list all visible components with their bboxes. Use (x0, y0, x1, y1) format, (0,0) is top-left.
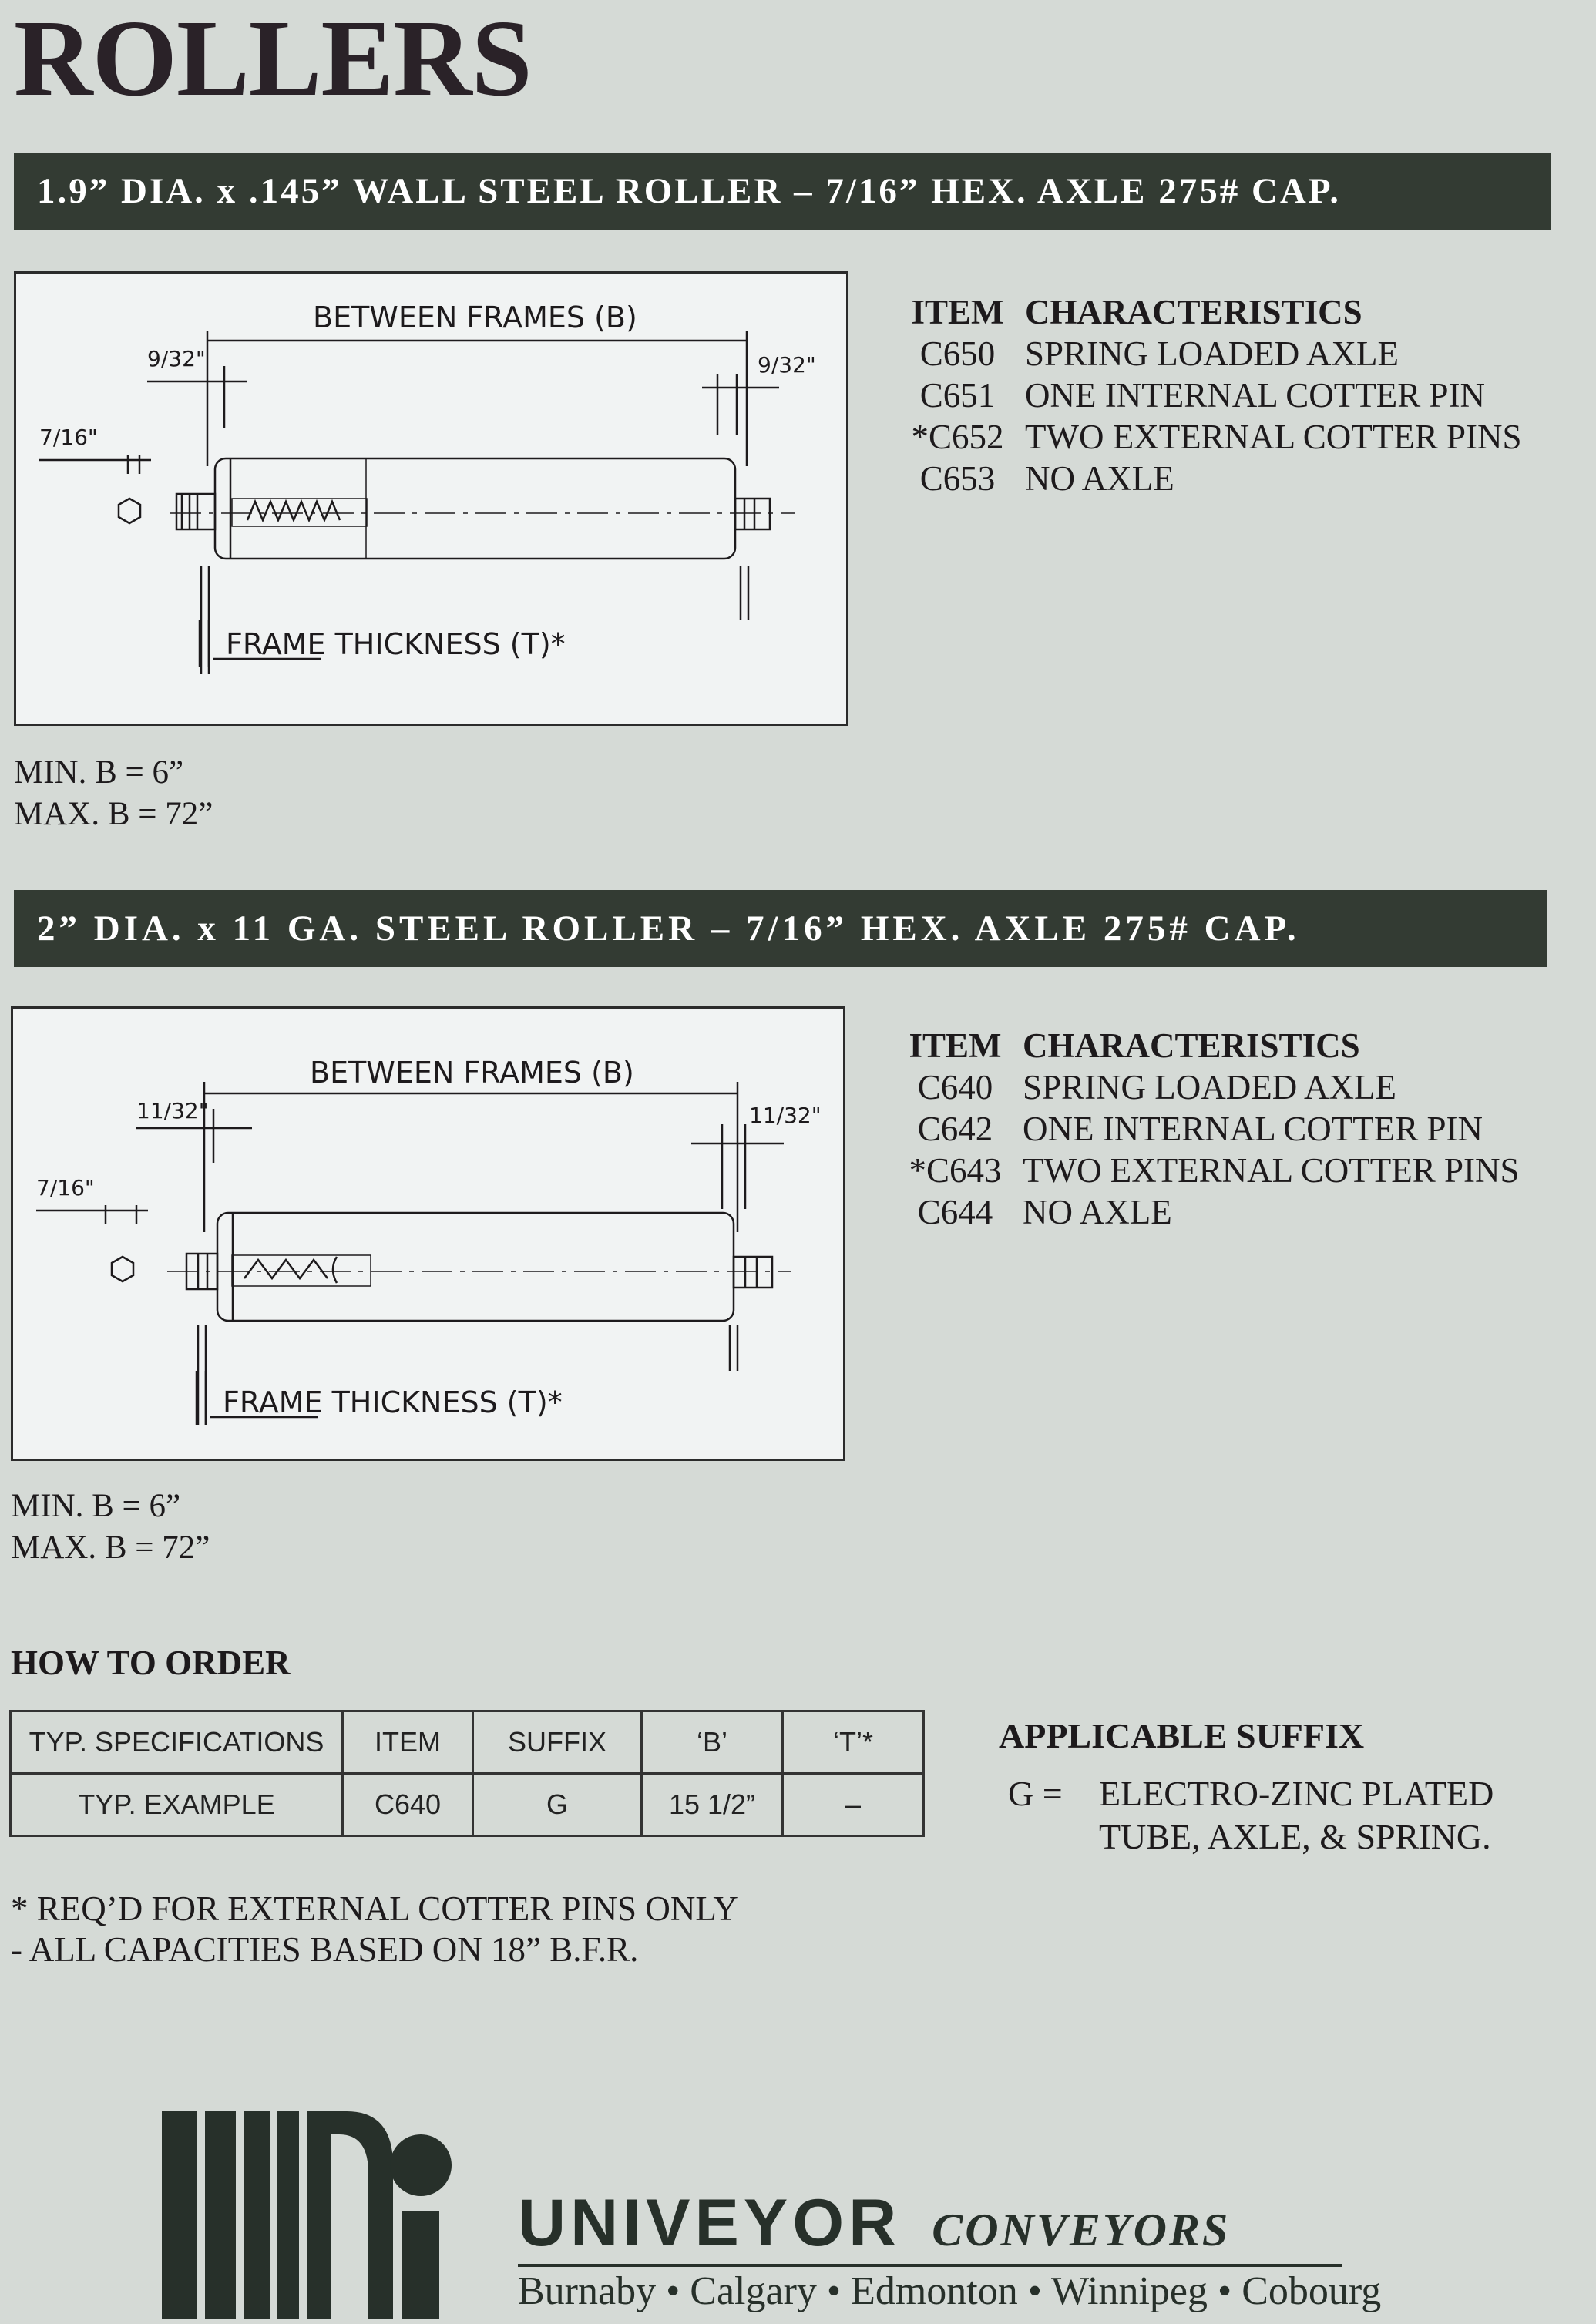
section1-limits: MIN. B = 6” MAX. B = 72” (14, 752, 213, 835)
applicable-suffix-heading: APPLICABLE SUFFIX (999, 1716, 1365, 1755)
how-to-order-heading: HOW TO ORDER (11, 1644, 291, 1682)
table-row: TYP. SPECIFICATIONS ITEM SUFFIX ‘B’ ‘T’* (9, 1710, 925, 1775)
between-frames-label: BETWEEN FRAMES (B) (313, 301, 637, 334)
list-item: C651 ONE INTERNAL COTTER PIN (890, 374, 1522, 416)
list-item: C644 NO AXLE (888, 1191, 1520, 1233)
section2-heading-band: 2” DIA. x 11 GA. STEEL ROLLER – 7/16” HE… (14, 890, 1547, 967)
list-item: C642 ONE INTERNAL COTTER PIN (888, 1108, 1520, 1150)
item-code: C644 (917, 1193, 993, 1231)
item-header: ITEM (909, 1026, 1002, 1065)
item-desc: ONE INTERNAL COTTER PIN (1023, 1110, 1483, 1148)
table-cell: – (781, 1772, 925, 1837)
min-b-label: MIN. B = 6” (11, 1488, 181, 1524)
item-code: C650 (919, 334, 996, 373)
footnote: - ALL CAPACITIES BASED ON 18” B.F.R. (11, 1930, 639, 1969)
suffix-desc-line1: ELECTRO-ZINC PLATED (1099, 1774, 1494, 1813)
item-desc: NO AXLE (1025, 459, 1174, 498)
section1-heading: 1.9” DIA. x .145” WALL STEEL ROLLER – 7/… (37, 171, 1342, 211)
item-code: C651 (919, 376, 996, 415)
list-item: C653 NO AXLE (890, 458, 1522, 499)
list-item: C640 SPRING LOADED AXLE (888, 1066, 1520, 1108)
suffix-desc-line2: TUBE, AXLE, & SPRING. (1099, 1817, 1491, 1856)
table-row: TYP. EXAMPLE C640 G 15 1/2” – (9, 1772, 925, 1837)
section1-roller-diagram: BETWEEN FRAMES (B) 9/32" 9/32" 7/16" FRA… (14, 271, 848, 726)
characteristics-header: ITEM CHARACTERISTICS (888, 1025, 1520, 1066)
page-title: ROLLERS (14, 0, 533, 119)
univeyor-logo-icon (162, 2111, 452, 2319)
characteristics-header-label: CHARACTERISTICS (1025, 293, 1362, 331)
suffix-code: G = (1008, 1774, 1063, 1813)
brand-tagline: CONVEYORS (932, 2205, 1231, 2255)
table-cell: SUFFIX (472, 1710, 643, 1775)
roller-drawing: BETWEEN FRAMES (B) 9/32" 9/32" 7/16" FRA… (39, 301, 816, 674)
item-desc: TWO EXTERNAL COTTER PINS (1025, 418, 1522, 456)
frame-thickness-label: FRAME THICKNESS (T)* (223, 1385, 563, 1419)
left-clearance-label: 11/32" (136, 1098, 209, 1123)
brand-name: UNIVEYOR (518, 2186, 902, 2260)
brand-cities: Burnaby • Calgary • Edmonton • Winnipeg … (518, 2269, 1382, 2313)
max-b-label: MAX. B = 72” (14, 796, 213, 832)
item-desc: ONE INTERNAL COTTER PIN (1025, 376, 1486, 415)
list-item: *C643 TWO EXTERNAL COTTER PINS (888, 1150, 1520, 1191)
item-desc: NO AXLE (1023, 1193, 1172, 1231)
applicable-suffix-body: G = ELECTRO-ZINC PLATED TUBE, AXLE, & SP… (1008, 1772, 1494, 1859)
section2-limits: MIN. B = 6” MAX. B = 72” (11, 1486, 210, 1569)
table-cell: ITEM (341, 1710, 474, 1775)
item-desc: SPRING LOADED AXLE (1025, 334, 1399, 373)
hex-size-label: 7/16" (36, 1175, 95, 1201)
between-frames-label: BETWEEN FRAMES (B) (310, 1056, 634, 1090)
brand-divider (518, 2264, 1342, 2267)
order-table: TYP. SPECIFICATIONS ITEM SUFFIX ‘B’ ‘T’*… (9, 1710, 925, 1837)
item-header: ITEM (911, 293, 1004, 331)
frame-thickness-label: FRAME THICKNESS (T)* (226, 627, 566, 661)
brand-wordmark: UNIVEYOR CONVEYORS (518, 2185, 1230, 2262)
footnote: * REQ’D FOR EXTERNAL COTTER PINS ONLY (11, 1889, 738, 1928)
characteristics-header: ITEM CHARACTERISTICS (890, 291, 1522, 333)
table-cell: 15 1/2” (640, 1772, 784, 1837)
table-cell: TYP. EXAMPLE (9, 1772, 344, 1837)
table-cell: C640 (341, 1772, 474, 1837)
table-cell: G (472, 1772, 643, 1837)
footnotes: * REQ’D FOR EXTERNAL COTTER PINS ONLY - … (11, 1889, 738, 1970)
section1-heading-band: 1.9” DIA. x .145” WALL STEEL ROLLER – 7/… (14, 153, 1551, 230)
item-code: *C652 (911, 418, 1004, 456)
table-cell: ‘T’* (781, 1710, 925, 1775)
item-code: *C643 (909, 1151, 1002, 1190)
section1-characteristics: ITEM CHARACTERISTICS C650 SPRING LOADED … (890, 291, 1522, 499)
item-desc: TWO EXTERNAL COTTER PINS (1023, 1151, 1520, 1190)
hex-size-label: 7/16" (39, 425, 98, 450)
characteristics-header-label: CHARACTERISTICS (1023, 1026, 1360, 1065)
right-clearance-label: 11/32" (749, 1103, 822, 1128)
item-desc: SPRING LOADED AXLE (1023, 1068, 1397, 1107)
section2-roller-diagram: BETWEEN FRAMES (B) 11/32" 11/32" 7/16" F… (11, 1006, 845, 1461)
item-code: C653 (919, 459, 996, 498)
min-b-label: MIN. B = 6” (14, 754, 184, 791)
item-code: C640 (917, 1068, 993, 1107)
section2-heading: 2” DIA. x 11 GA. STEEL ROLLER – 7/16” HE… (37, 908, 1300, 949)
roller-drawing: BETWEEN FRAMES (B) 11/32" 11/32" 7/16" F… (36, 1056, 822, 1425)
list-item: *C652 TWO EXTERNAL COTTER PINS (890, 416, 1522, 458)
table-cell: TYP. SPECIFICATIONS (9, 1710, 344, 1775)
max-b-label: MAX. B = 72” (11, 1530, 210, 1566)
list-item: C650 SPRING LOADED AXLE (890, 333, 1522, 374)
table-cell: ‘B’ (640, 1710, 784, 1775)
section2-characteristics: ITEM CHARACTERISTICS C640 SPRING LOADED … (888, 1025, 1520, 1233)
left-clearance-label: 9/32" (147, 346, 206, 371)
item-code: C642 (917, 1110, 993, 1148)
right-clearance-label: 9/32" (758, 352, 816, 378)
